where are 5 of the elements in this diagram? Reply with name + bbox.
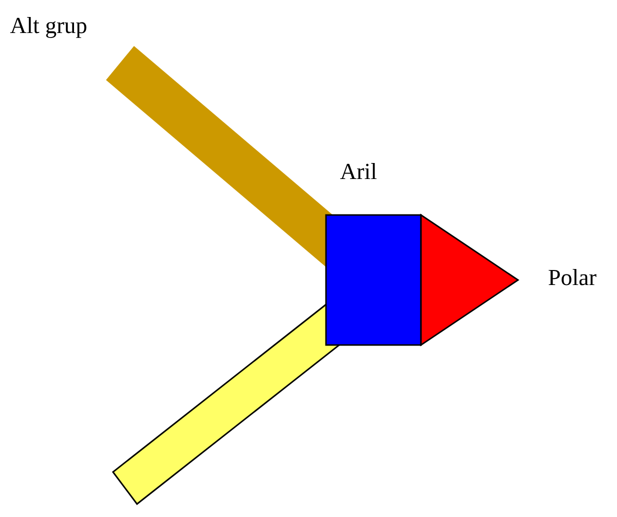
triangle-head <box>421 215 518 345</box>
part-label: Aril <box>340 160 378 183</box>
part-label: Polar <box>548 266 597 289</box>
square-block <box>326 215 421 345</box>
part-label: Alt grup <box>10 14 88 37</box>
